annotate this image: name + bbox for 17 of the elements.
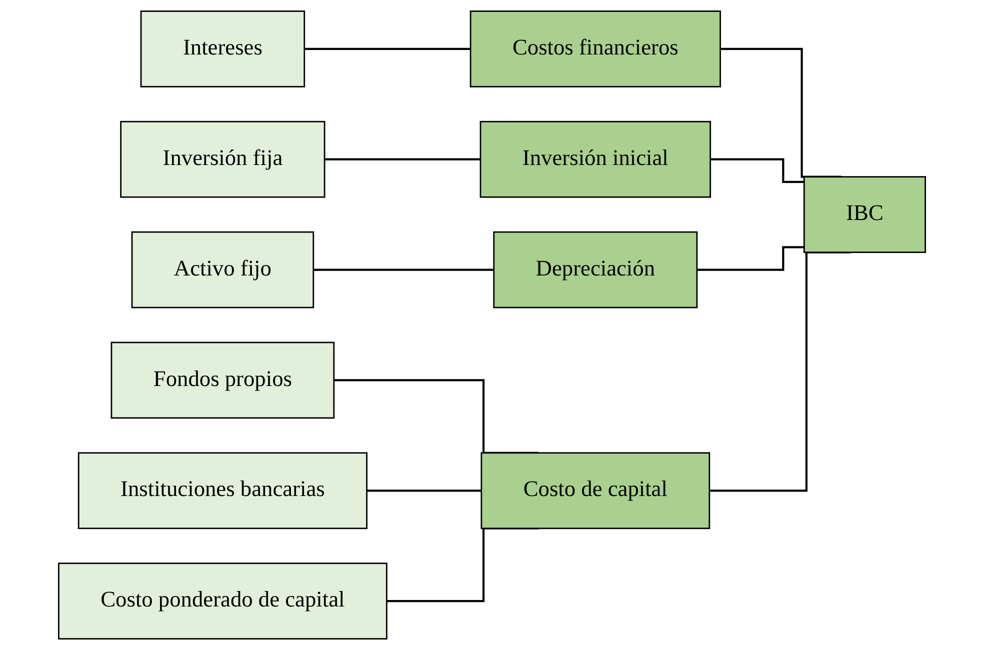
node-box: Costos financieros [470, 10, 721, 88]
node-box: Instituciones bancarias [78, 452, 368, 530]
connector [366, 490, 482, 492]
node-box: IBC [803, 176, 926, 253]
node-box: Intereses [140, 10, 306, 88]
connector [696, 246, 804, 271]
connector [324, 158, 480, 160]
connector [304, 48, 471, 50]
node-box: Inversión inicial [480, 120, 712, 198]
node-box: Depreciación [493, 231, 698, 308]
node-box: Costo ponderado de capital [58, 562, 388, 640]
node-box: Inversión fija [120, 120, 326, 198]
node-box: Activo fijo [131, 231, 314, 308]
connector [710, 158, 804, 183]
connector [313, 268, 494, 271]
node-box: Costo de capital [480, 452, 710, 530]
node-box: Fondos propios [110, 342, 335, 419]
